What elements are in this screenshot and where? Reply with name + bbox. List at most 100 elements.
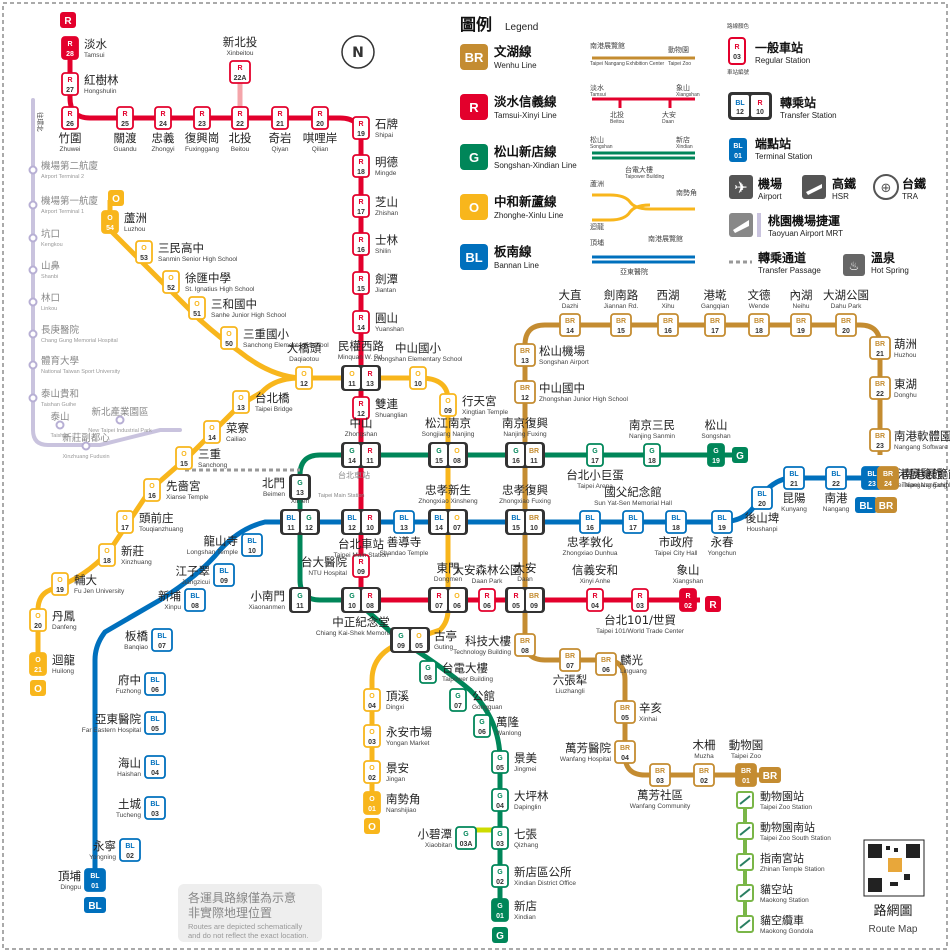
station-name[interactable]: 輔大 <box>74 573 97 587</box>
station-chip-r16[interactable] <box>352 232 370 256</box>
station-name[interactable]: 市政府 <box>659 535 694 549</box>
station-chip-br08[interactable] <box>514 633 536 657</box>
station-name[interactable]: 蘆洲 <box>124 211 147 225</box>
station-name[interactable]: 頂溪 <box>386 689 409 703</box>
station-chip-o51[interactable] <box>188 296 206 320</box>
station-name[interactable]: 文德 <box>748 288 771 302</box>
station-name[interactable]: 奇岩 <box>269 131 292 145</box>
station-name[interactable]: 石牌 <box>375 117 398 131</box>
station-name[interactable]: 雙連 <box>375 397 398 411</box>
station-br23[interactable]: BR23南港軟體園區Nangang Software Park <box>869 428 950 452</box>
station-name[interactable]: 公館 <box>472 689 495 703</box>
station-chip-o17[interactable] <box>116 510 134 534</box>
station-name[interactable]: 行天宮 <box>462 394 497 408</box>
station-name[interactable]: 台北車站 <box>338 537 384 551</box>
station-name[interactable]: 國父紀念館 <box>604 485 662 499</box>
station-chip-r26[interactable] <box>61 106 79 130</box>
station-chip-r21[interactable] <box>271 106 289 130</box>
station-chip-o03[interactable] <box>363 724 381 748</box>
station-name[interactable]: 關渡 <box>114 131 137 145</box>
station-chip-o16[interactable] <box>143 478 161 502</box>
station-name[interactable]: 台電大樓 <box>442 661 488 675</box>
station-chip-g04[interactable] <box>491 788 509 812</box>
station-chip-r27[interactable] <box>61 72 79 96</box>
station-chip-r23[interactable] <box>193 106 211 130</box>
station-name[interactable]: 中山國中 <box>539 381 585 395</box>
station-name[interactable]: 港墘 <box>704 288 727 302</box>
station-chip-o13[interactable] <box>232 390 250 414</box>
station-chip-r19[interactable] <box>352 116 370 140</box>
station-name[interactable]: 新店 <box>514 899 537 913</box>
station-chip-br16[interactable] <box>657 313 679 337</box>
station-name[interactable]: 龍山寺 <box>204 534 239 548</box>
station-name[interactable]: 三重 <box>198 447 221 461</box>
station-name[interactable]: 丹鳳 <box>52 609 75 623</box>
station-chip-bl04[interactable] <box>144 755 166 779</box>
station-chip-g19[interactable] <box>707 443 725 467</box>
station-name[interactable]: 南勢角 <box>386 792 421 806</box>
station-chip-br14[interactable] <box>559 313 581 337</box>
station-chip-br17[interactable] <box>704 313 726 337</box>
station-chip-r17[interactable] <box>352 194 370 218</box>
station-chip-r18[interactable] <box>352 154 370 178</box>
station-name[interactable]: 新北投 <box>223 35 258 49</box>
station-name[interactable]: 台北橋 <box>255 391 290 405</box>
station-chip-r12[interactable] <box>352 396 370 420</box>
station-name[interactable]: 大橋頭 <box>287 341 322 355</box>
station-name[interactable]: 永安市場 <box>386 725 432 739</box>
station-name[interactable]: 科技大樓 <box>465 634 511 648</box>
station-bl23[interactable]: BL23南港展覽館Taipei Nangang Exhibition Cente… <box>861 466 950 490</box>
station-chip-br03[interactable] <box>649 763 671 787</box>
station-chip-bl19[interactable] <box>711 510 733 534</box>
station-chip-br01[interactable] <box>735 763 757 787</box>
station-chip-bl08[interactable] <box>184 588 206 612</box>
station-chip-br20[interactable] <box>835 313 857 337</box>
station-name[interactable]: 七張 <box>514 827 537 841</box>
station-name[interactable]: 大湖公園 <box>823 288 869 302</box>
station-name[interactable]: 士林 <box>375 233 398 247</box>
station-chip-o09[interactable] <box>439 393 457 417</box>
station-name[interactable]: 松山機場 <box>539 344 585 358</box>
station-chip-br13[interactable] <box>514 343 536 367</box>
station-chip-o01[interactable] <box>363 791 381 815</box>
